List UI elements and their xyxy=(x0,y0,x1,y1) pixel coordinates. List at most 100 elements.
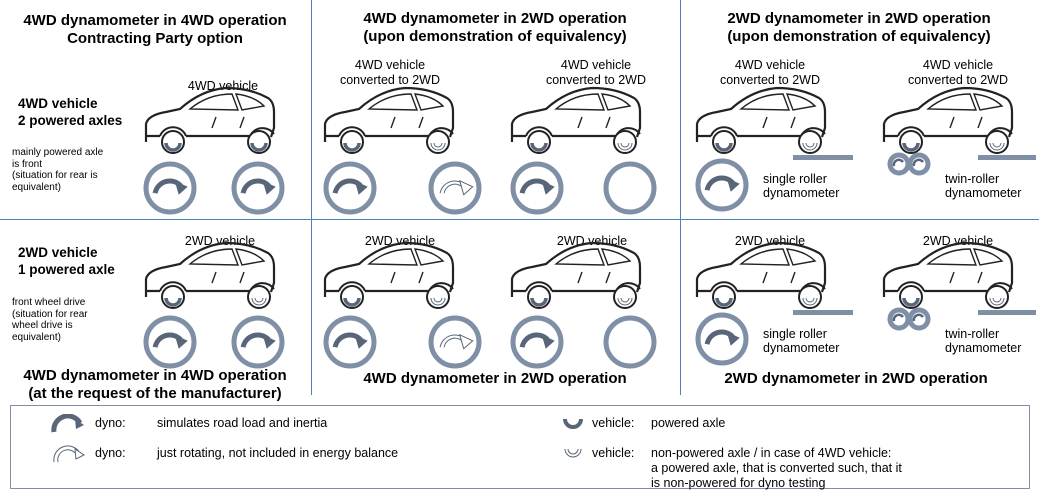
car-r1-c2b-door-line2 xyxy=(605,116,611,129)
dyno-label-twin-r1-line1: twin-roller xyxy=(945,172,1000,186)
col1-top-line1: 4WD dynamometer in 4WD operation xyxy=(23,12,287,29)
filled-axle-icon xyxy=(563,418,583,429)
label-r1-c3a: 4WD vehicle converted to 2WD xyxy=(700,58,840,88)
axle-r2-c3a-rear xyxy=(802,297,818,306)
arrow-r1-c1-front-head xyxy=(174,180,188,195)
legend-box: dyno: simulates road load and inertia dy… xyxy=(10,405,1030,491)
axle-r1-c3b-rear-inner xyxy=(992,142,1002,148)
roller-r1-c2a-rear xyxy=(428,161,482,215)
car-r1-c3b-window-rear xyxy=(972,93,1004,111)
arrow-r2-c2a-rear-head xyxy=(458,333,474,350)
col1-bottom-line2: (at the request of the manufacturer) xyxy=(28,385,282,402)
roller-r2-c1-front xyxy=(143,315,197,369)
axle-r1-c1-rear xyxy=(250,142,268,152)
axle-r1-c1-front xyxy=(164,142,182,152)
roller-r1-c2b-front xyxy=(510,161,564,215)
car-r2-c3a-arch-front xyxy=(710,281,738,292)
roller-r1-c3a-front xyxy=(695,158,749,212)
twin-r1-c3b-roller-b xyxy=(907,152,931,176)
car-r1-c3b-door-line1 xyxy=(949,116,955,129)
roller-r1-c2b-rear xyxy=(603,161,657,215)
dyno-label-twin-r2-line2: dynamometer xyxy=(945,341,1022,355)
arrow-r1-c2a-front-head xyxy=(354,180,368,195)
axle-r2-c2b-rear-inner xyxy=(620,297,630,303)
roller-r1-c1-rear xyxy=(231,161,285,215)
twin-r2-c3b-roller-b xyxy=(907,307,931,331)
car-r1-c3b-window-front xyxy=(926,93,978,111)
dyno-label-twin-r2: twin-roller dynamometer xyxy=(945,327,1021,355)
car-r1-c3b-body xyxy=(882,86,1014,142)
axle-r1-c3b-front xyxy=(902,142,920,152)
dyno-label-twin-r1: twin-roller dynamometer xyxy=(945,172,1021,200)
row1-title-line1: 4WD vehicle xyxy=(18,96,98,111)
car-r2-c1-door-line2 xyxy=(239,271,245,284)
row1-note-line4: equivalent) xyxy=(12,181,61,193)
car-r1-c2a-window-rear xyxy=(413,93,445,111)
label-r1-c3a-line1: 4WD vehicle xyxy=(734,58,806,72)
axle-r1-c3b-rear xyxy=(989,142,1005,151)
car-r2-c3a-window-front xyxy=(739,248,791,266)
col1-bottom-line1: 4WD dynamometer in 4WD operation xyxy=(23,367,287,384)
floor-r1-c3a xyxy=(793,155,853,160)
car-r2-c2b-body xyxy=(510,241,642,297)
arrow-r1-c2b-front-head xyxy=(541,180,555,195)
car-r1-c1-door-line1 xyxy=(211,116,217,129)
row2-title-line2: 1 powered axle xyxy=(18,262,115,277)
label-r1-c2b-line2: converted to 2WD xyxy=(545,73,647,87)
label-r1-c3b-line2: converted to 2WD xyxy=(907,73,1009,87)
car-r1-c2b-arch-front xyxy=(525,126,553,137)
axle-r1-c2b-front xyxy=(530,142,548,152)
legend-item4-text: non-powered axle / in case of 4WD vehicl… xyxy=(651,446,902,491)
legend-item3-prefix: vehicle: xyxy=(592,416,635,430)
car-r2-c1-window-rear xyxy=(234,248,266,266)
car-r1-c2b-body xyxy=(510,86,642,142)
filled-arc-arrow-icon xyxy=(51,414,84,433)
car-r1-c1-body xyxy=(144,86,276,142)
axle-r1-c3a-rear-inner xyxy=(805,142,815,148)
legend-item1-text: simulates road load and inertia xyxy=(157,416,328,430)
roller-r2-c3a-front xyxy=(695,312,749,366)
axle-r2-c3b-rear-inner xyxy=(992,297,1002,303)
axle-r2-c3b-rear xyxy=(989,297,1005,306)
axle-r2-c3a-front xyxy=(715,297,733,307)
car-r2-c3b-door-line1 xyxy=(949,271,955,284)
axle-r2-c2b-rear xyxy=(617,297,633,306)
axle-r2-c2a-rear-inner xyxy=(433,297,443,303)
outline-arc-arrow-icon xyxy=(53,445,85,463)
car-r1-c1-arch-front xyxy=(159,126,187,137)
arrow-r2-c1-front-head xyxy=(174,334,188,349)
row2-note-line3: wheel drive is xyxy=(12,320,73,331)
divider-horizontal xyxy=(0,219,1039,220)
col2-top-line1: 4WD dynamometer in 2WD operation xyxy=(363,10,627,27)
legend-item1-prefix: dyno: xyxy=(95,416,126,430)
car-r1-c3a-window-rear xyxy=(785,93,817,111)
car-r2-c1-arch-front xyxy=(159,281,187,292)
car-r2-c2a-window-front xyxy=(367,248,419,266)
car-r1-c2b-door-line1 xyxy=(577,116,583,129)
twin-r2-c3b-arrow-b xyxy=(912,313,925,322)
car-r2-c3b-body xyxy=(882,241,1014,297)
dyno-label-single-r2: single roller dynamometer xyxy=(763,327,839,355)
col3-top-header: 2WD dynamometer in 2WD operation (upon d… xyxy=(681,10,1037,46)
col1-top-line2: Contracting Party option xyxy=(67,30,243,47)
car-r2-c2a-door-line2 xyxy=(418,271,424,284)
col2-top-header: 4WD dynamometer in 2WD operation (upon d… xyxy=(312,10,678,46)
car-r2-c3b-window-rear xyxy=(972,248,1004,266)
car-r2-c2b-window-front xyxy=(554,248,606,266)
car-r1-c2a-body xyxy=(323,86,455,142)
arrow-r1-c3a-front-head xyxy=(726,177,740,192)
dyno-label-single-r1: single roller dynamometer xyxy=(763,172,839,200)
car-r1-c2a-arch-front xyxy=(338,126,366,137)
axle-r2-c2b-front xyxy=(530,297,548,307)
twin-r1-c3b-arrow-a xyxy=(892,158,905,167)
dyno-label-single-r2-line2: dynamometer xyxy=(763,341,840,355)
row2-note-line2: (situation for rear xyxy=(12,308,88,320)
roller-r2-c1-rear xyxy=(231,315,285,369)
col3-top-line2: (upon demonstration of equivalency) xyxy=(727,28,991,45)
floor-r2-c3b xyxy=(978,310,1036,315)
car-r2-c2a-door-line1 xyxy=(390,271,396,284)
axle-r1-c2b-rear xyxy=(617,142,633,151)
label-r1-c3b-line1: 4WD vehicle xyxy=(922,58,994,72)
label-r1-c3b: 4WD vehicle converted to 2WD xyxy=(888,58,1028,88)
car-r1-c1-window-rear xyxy=(234,93,266,111)
